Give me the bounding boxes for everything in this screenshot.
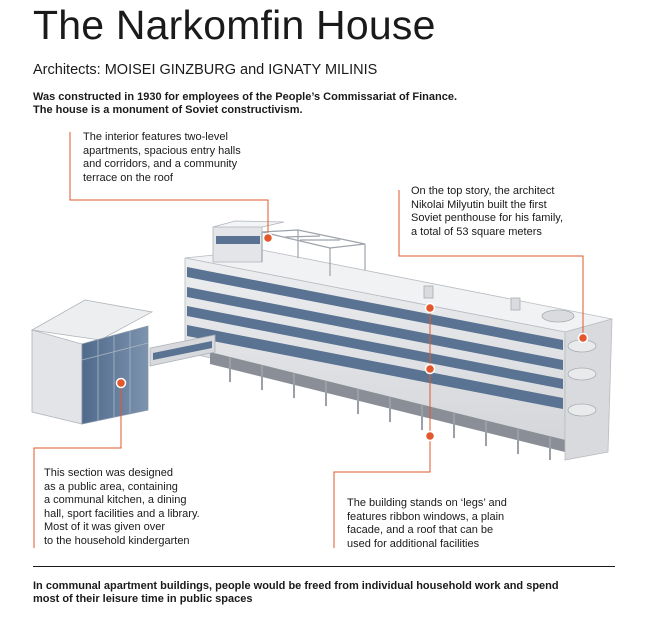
marker-interior (262, 232, 274, 244)
intro-line: The house is a monument of Soviet constr… (33, 104, 303, 116)
communal-block-glazing (81, 325, 149, 425)
marker-public (115, 377, 127, 389)
pilotis-shadow (210, 352, 565, 452)
penthouse-roof (212, 220, 285, 228)
callout-line: The building stands on ‘legs’ and (347, 497, 507, 509)
callout-interior: The interior features two-level apartmen… (83, 131, 241, 185)
callout-penthouse: On the top story, the architect Nikolai … (411, 185, 563, 239)
intro-text: Was constructed in 1930 for employees of… (33, 91, 553, 117)
callout-line: This section was designed (44, 467, 174, 479)
callout-line: On the top story, the architect (411, 185, 555, 197)
callout-line: to the household kindergarten (44, 534, 190, 547)
callout-line: as a public area, containing (44, 480, 178, 493)
leader-interior (69, 132, 269, 238)
marker-structure-windows (424, 363, 436, 375)
callout-line: and corridors, and a community (83, 158, 238, 171)
callout-markers (115, 232, 589, 442)
footer-line: In communal apartment buildings, people … (33, 580, 559, 592)
leader-public (33, 383, 122, 548)
communal-block-left-wall (31, 329, 83, 425)
roof-terrace-pergola (261, 229, 366, 276)
callout-line: used for additional facilities (347, 537, 480, 550)
callout-line: Most of it was given over (44, 521, 166, 534)
pilotis-legs (229, 357, 551, 460)
page-title: The Narkomfin House (33, 2, 436, 48)
callout-structure: The building stands on ‘legs’ and featur… (347, 497, 507, 551)
footer-text: In communal apartment buildings, people … (33, 580, 613, 606)
architects-subtitle: Architects: MOISEI GINZBURG and IGNATY M… (33, 62, 378, 78)
marker-structure-legs (424, 430, 436, 442)
footer-divider (33, 566, 615, 567)
callout-line: features ribbon windows, a plain (347, 510, 505, 523)
roof-chimneys (423, 285, 575, 323)
callout-public-area: This section was designed as a public ar… (44, 467, 200, 549)
callout-line: facade, and a roof that can be (347, 524, 494, 537)
intro-line: Was constructed in 1930 for employees of… (33, 91, 458, 103)
callout-line: Soviet penthouse for his family, (411, 212, 564, 225)
footer-line: most of their leisure time in public spa… (33, 593, 253, 605)
callout-line: apartments, spacious entry halls (83, 144, 241, 157)
callout-line: a total of 53 square meters (411, 225, 542, 238)
marker-penthouse (577, 332, 589, 344)
ribbon-windows (187, 267, 563, 409)
callout-line: The interior features two-level (83, 131, 228, 143)
communal-glazing-mullions (81, 331, 149, 421)
marker-structure-roof (424, 302, 436, 314)
callout-line: Nikolai Milyutin built the first (411, 198, 547, 211)
callout-line: a communal kitchen, a dining (44, 494, 187, 507)
callout-line: hall, sport facilities and a library. (44, 507, 200, 520)
bridge-windows (153, 341, 212, 360)
leader-structure (333, 308, 431, 548)
balconies (567, 339, 597, 417)
callout-line: terrace on the roof (83, 171, 173, 184)
communal-block-roof (30, 299, 154, 341)
penthouse-windows (216, 236, 260, 244)
leader-penthouse (398, 190, 584, 338)
callout-leaders (33, 132, 584, 548)
main-block-end-wall (564, 318, 613, 461)
